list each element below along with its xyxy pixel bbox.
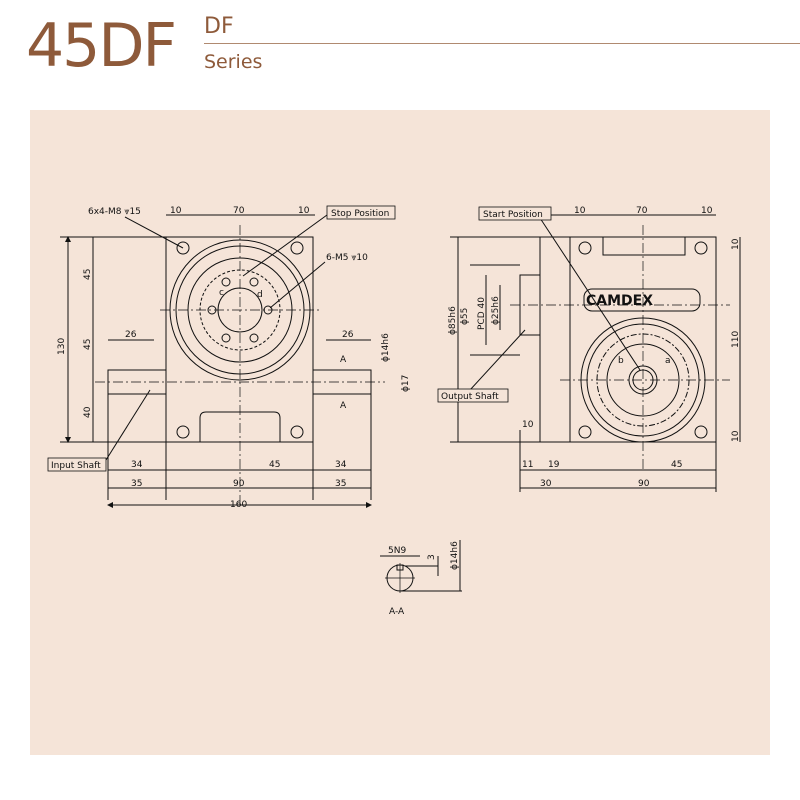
side-dim-30: 30: [540, 479, 552, 489]
dim-bottom-35-left: 35: [131, 479, 142, 489]
side-dim-right-2: 110: [731, 331, 741, 348]
dim-height-3: 40: [83, 406, 93, 418]
dim-shaft-left: 26: [125, 330, 137, 340]
side-dim-19: 19: [548, 460, 560, 470]
dim-bottom-34-right: 34: [335, 460, 347, 470]
side-dim-right-1: 10: [731, 238, 741, 250]
side-dim-right-3: 10: [731, 430, 741, 442]
section-mark-top: A: [340, 355, 347, 365]
side-dim-45: 45: [671, 460, 682, 470]
section-mark-bottom: A: [340, 401, 347, 411]
side-dim-top-1: 10: [574, 206, 586, 216]
dim-top-3: 10: [298, 206, 310, 216]
side-dim-11: 11: [522, 460, 533, 470]
rotation-c: c: [219, 288, 224, 298]
section-shaft-dia: ϕ14h6: [450, 541, 460, 570]
side-dim-25: ϕ25h6: [491, 296, 501, 325]
section-view: [380, 540, 462, 593]
model-title: 45DF: [26, 11, 177, 81]
callout-output-shaft: Output Shaft: [441, 392, 499, 402]
dim-key-dia: ϕ14h6: [381, 333, 391, 362]
side-dim-pcd: PCD 40: [477, 297, 487, 330]
callout-output-holes: 6-M5 ⩔10: [326, 253, 368, 263]
callout-stop-position: Stop Position: [331, 209, 389, 219]
side-dim-top-2: 70: [636, 206, 648, 216]
dim-shaft-dia: ϕ17: [401, 375, 411, 392]
front-view: [60, 214, 385, 508]
dim-height-total: 130: [57, 338, 67, 355]
title-divider: [204, 43, 800, 44]
dim-bottom-45: 45: [269, 460, 280, 470]
callout-input-shaft: Input Shaft: [51, 461, 101, 471]
side-dim-90: 90: [638, 479, 650, 489]
section-key-depth: 3: [427, 554, 437, 560]
side-dim-85: ϕ85h6: [448, 306, 458, 335]
rotation-d: d: [257, 290, 263, 300]
dim-bottom-160: 160: [230, 500, 247, 510]
rotation-a: a: [665, 356, 671, 366]
side-dim-55: ϕ55: [460, 308, 470, 325]
series-code: DF: [204, 14, 234, 39]
dim-height-2: 45: [83, 339, 93, 350]
section-key-width: 5N9: [388, 546, 406, 556]
dim-top-1: 10: [170, 206, 182, 216]
dim-bottom-34-left: 34: [131, 460, 143, 470]
side-dim-top-3: 10: [701, 206, 713, 216]
dim-height-1: 45: [83, 269, 93, 280]
callout-start-position: Start Position: [483, 210, 543, 220]
callout-mount-holes: 6x4-M8 ⩔15: [88, 207, 141, 217]
rotation-b: b: [618, 356, 624, 366]
side-dim-10: 10: [522, 420, 534, 430]
brand-logo: CAMDEX: [586, 293, 653, 309]
dim-top-2: 70: [233, 206, 245, 216]
drawing-panel: [30, 110, 770, 755]
series-label: Series: [204, 51, 263, 73]
side-view: [450, 214, 741, 492]
dim-bottom-90: 90: [233, 479, 245, 489]
dim-bottom-35-right: 35: [335, 479, 346, 489]
section-label: A-A: [389, 607, 405, 617]
dim-shaft-right: 26: [342, 330, 354, 340]
